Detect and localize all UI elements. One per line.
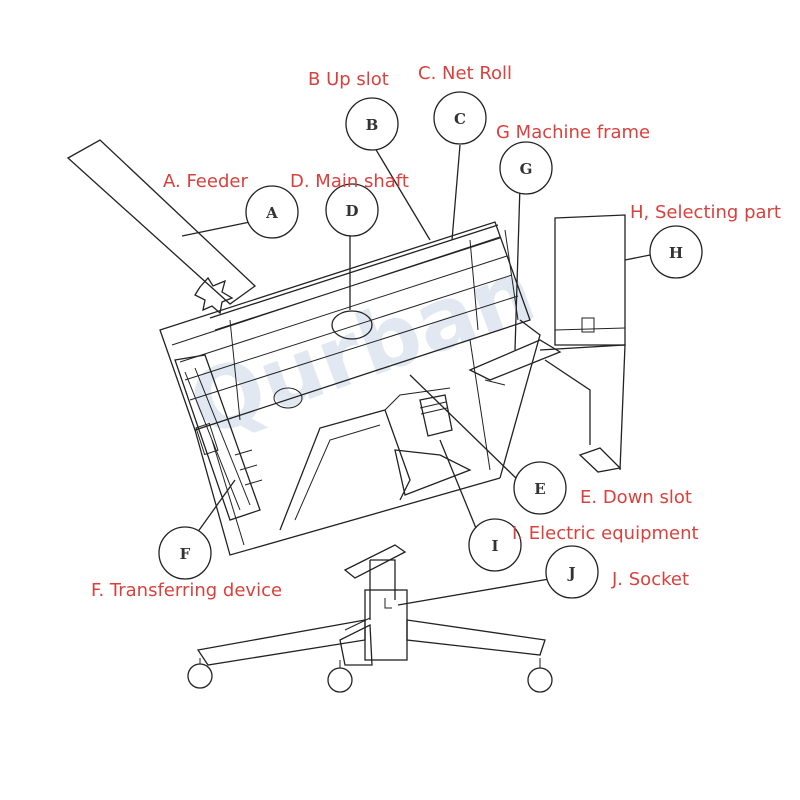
label-transferring-device: F. Transferring device (91, 580, 283, 601)
svg-text:F: F (180, 545, 191, 563)
svg-text:E: E (534, 480, 545, 498)
label-up-slot: B Up slot (308, 69, 389, 90)
label-down-slot: E. Down slot (580, 487, 692, 508)
marker-j: J (545, 545, 599, 599)
label-machine-frame: G Machine frame (496, 122, 651, 143)
marker-b: B (345, 97, 399, 151)
svg-text:I: I (491, 537, 498, 555)
svg-text:G: G (520, 160, 533, 178)
feeder-chute (66, 139, 257, 315)
machine-frame (194, 319, 541, 556)
marker-i: I (468, 518, 522, 572)
label-main-shaft: D. Main shaft (290, 171, 409, 192)
svg-text:B: B (366, 116, 379, 134)
label-feeder: A. Feeder (163, 171, 248, 192)
svg-text:J: J (566, 564, 575, 582)
marker-d: D (325, 183, 379, 237)
marker-f: F (158, 526, 212, 580)
selecting-part (468, 214, 626, 473)
label-electric-equipment: I. Electric equipment (512, 523, 699, 544)
label-socket: J. Socket (612, 569, 690, 590)
svg-text:C: C (454, 110, 466, 128)
label-net-roll: C. Net Roll (418, 63, 513, 84)
svg-text:D: D (345, 202, 358, 220)
label-selecting-part: H, Selecting part (630, 202, 781, 223)
drum-body (159, 221, 531, 431)
marker-c: C (433, 91, 487, 145)
marker-h: H (649, 225, 703, 279)
stand-base (187, 544, 553, 693)
svg-text:H: H (669, 244, 683, 262)
transferring-device (174, 354, 263, 521)
leader-lines (181, 142, 651, 606)
marker-a: A (245, 185, 299, 239)
svg-text:A: A (265, 204, 278, 222)
marker-e: E (513, 461, 567, 515)
marker-g: G (499, 141, 553, 195)
